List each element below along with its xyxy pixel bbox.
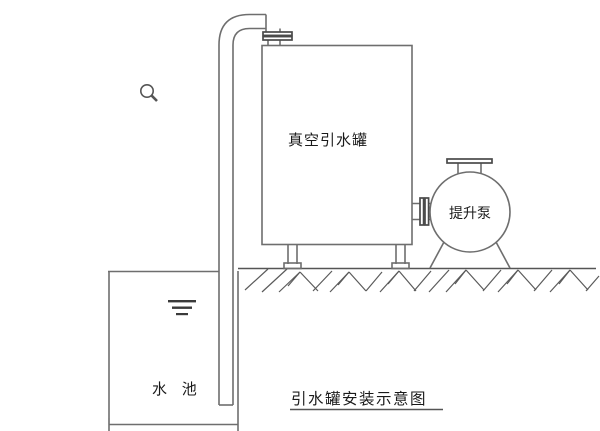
vacuum-priming-tank: 真空引水罐	[261, 44, 413, 270]
suction-pipe-outer-wall	[218, 13, 266, 405]
ground-hatching	[244, 268, 600, 293]
pump-body	[429, 171, 511, 253]
pool-label: 水 池	[152, 380, 202, 398]
pump-label: 提升泵	[449, 206, 491, 222]
tank-label: 真空引水罐	[288, 131, 368, 149]
tank-body	[261, 44, 413, 246]
diagram-caption: 引水罐安装示意图	[290, 389, 443, 411]
magnifier-icon	[140, 84, 158, 102]
ground-surface	[238, 267, 600, 293]
tank-leg-1-foot	[283, 262, 302, 270]
caption-text: 引水罐安装示意图	[291, 389, 427, 408]
connector-flange-bar-right	[424, 197, 430, 226]
pump-leg-right	[495, 241, 511, 269]
water-pool: 水 池	[108, 270, 239, 431]
suction-pipe-inner-wall	[232, 27, 266, 405]
suction-pipe	[218, 13, 281, 406]
flange-bar-lower	[262, 35, 293, 41]
tank-leg-2-foot	[391, 262, 410, 270]
tank-top-flange	[262, 31, 293, 41]
connector-flange-bar-left	[419, 197, 425, 226]
pump-leg-left	[429, 241, 445, 269]
lifting-pump: 提升泵	[429, 158, 511, 269]
flange-bar-upper	[262, 31, 293, 37]
water-level-symbol	[168, 300, 196, 316]
pump-stack-cap	[446, 158, 493, 164]
tank-legs	[283, 245, 410, 270]
